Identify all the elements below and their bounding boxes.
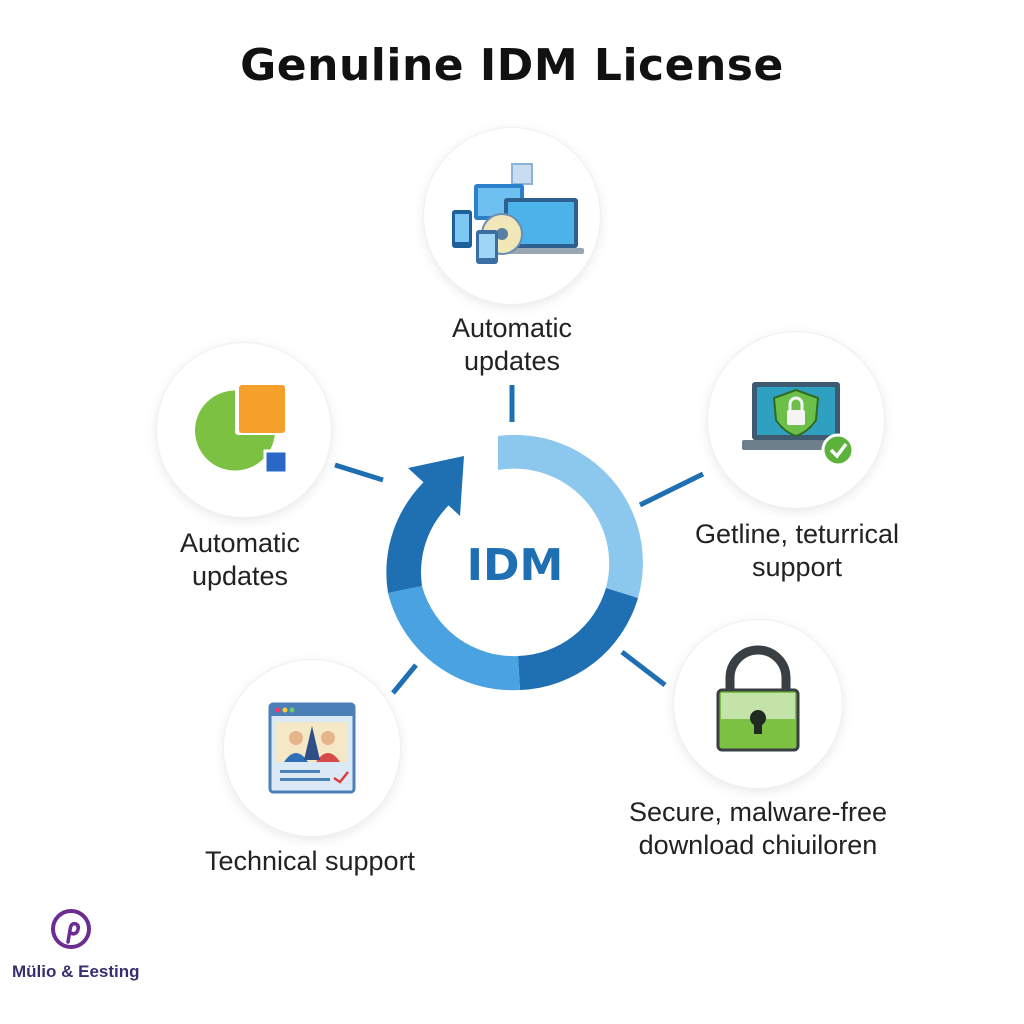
connector-bottom-left — [391, 663, 418, 695]
feature-label-bottom-right-line1: Secure, malware-free — [628, 797, 888, 827]
feature-label-top: Automatic updates — [408, 312, 616, 378]
hub-arc-mid — [388, 586, 520, 691]
feature-label-right-line2: support — [751, 552, 843, 582]
hub-arc-dark-left — [386, 478, 450, 593]
connector-left — [334, 462, 384, 483]
connector-right — [638, 471, 705, 508]
feature-label-right-line1: Getline, teturrical — [694, 519, 900, 549]
feature-label-bottom-left-line1: Technical support — [204, 846, 416, 876]
feature-label-top-line1: Automatic — [451, 313, 573, 343]
feature-label-bottom-left: Technical support — [180, 845, 440, 878]
page-title: Genuline IDM License — [240, 40, 784, 91]
shield-laptop-icon — [742, 382, 855, 467]
feature-label-top-line2: updates — [463, 346, 561, 376]
feature-label-right: Getline, teturrical support — [672, 518, 922, 584]
connector-bottom-right — [620, 650, 667, 687]
hub-label: IDM — [467, 540, 564, 591]
hub-arc-dark-lower — [518, 588, 638, 690]
feature-label-left-line1: Automatic — [179, 528, 301, 558]
feature-circle-bottom-left — [224, 660, 400, 836]
feature-label-left-line2: updates — [191, 561, 289, 591]
pinterest-icon — [51, 909, 91, 949]
brand-name: Mülio & Eesting — [12, 962, 140, 981]
chart-icon — [195, 383, 289, 475]
idm-hub: IDM — [380, 428, 650, 698]
devices-icon — [452, 163, 584, 264]
video-call-icon — [268, 702, 356, 794]
padlock-icon — [716, 645, 800, 752]
feature-label-bottom-right-line2: download chiuiloren — [638, 830, 878, 860]
feature-label-bottom-right: Secure, malware-free download chiuiloren — [610, 796, 906, 862]
feature-circle-left — [157, 343, 331, 517]
hub-arrow-head — [408, 456, 464, 516]
feature-label-left: Automatic updates — [140, 527, 340, 593]
hub-arc-light — [498, 434, 643, 598]
feature-circle-bottom-right — [674, 620, 842, 788]
feature-circle-top — [424, 128, 600, 304]
feature-circle-right — [708, 332, 884, 508]
